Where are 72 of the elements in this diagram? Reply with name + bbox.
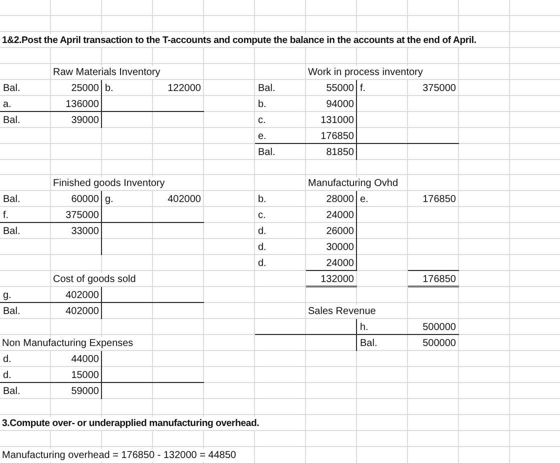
amount-value: 402000	[168, 193, 201, 206]
entry-label: d.	[258, 225, 266, 238]
t-account	[255, 64, 459, 160]
amount-value: 176850	[422, 273, 456, 286]
entry-label: Bal.	[3, 385, 20, 398]
amount-value: 375000	[422, 82, 456, 95]
amount-value: 402000	[66, 305, 99, 318]
amount-value: 28000	[326, 193, 354, 206]
entry-label: g.	[3, 289, 12, 302]
amount-value: 60000	[71, 193, 99, 206]
amount-value: 25000	[71, 82, 99, 95]
amount-value: 136000	[66, 98, 99, 111]
entry-label: f.	[3, 209, 9, 222]
amount-value: 132000	[320, 273, 354, 286]
account-title: Work in process inventory	[308, 66, 423, 79]
question-text: 1&2.Post the April transaction to the T-accounts and compute the balance in the accounts at the end of April.	[2, 34, 476, 47]
amount-value: 15000	[71, 369, 99, 382]
entry-label: b.	[105, 82, 114, 95]
entry-label: d.	[3, 369, 12, 382]
entry-label: e.	[360, 193, 368, 206]
t-account	[0, 64, 204, 128]
amount-value: 59000	[71, 385, 99, 398]
account-title: Finished goods Inventory	[53, 177, 165, 190]
amount-value: 39000	[71, 114, 99, 127]
amount-value: 176850	[422, 193, 456, 206]
amount-value: 81850	[326, 146, 354, 159]
entry-label: d.	[3, 353, 12, 366]
entry-label: Bal.	[258, 146, 276, 159]
t-account	[255, 303, 459, 351]
amount-value: 500000	[422, 321, 456, 334]
account-title: Non Manufacturing Expenses	[2, 337, 134, 350]
amount-value: 122000	[168, 82, 201, 95]
entry-label: c.	[258, 209, 266, 222]
entry-label: Bal.	[3, 305, 20, 318]
amount-value: 131000	[320, 114, 354, 127]
entry-label: Bal.	[3, 225, 20, 238]
account-title: Raw Materials Inventory	[53, 66, 160, 79]
entry-label: d.	[258, 257, 266, 270]
entry-label: e.	[258, 130, 266, 143]
amount-value: 26000	[326, 225, 354, 238]
amount-value: 24000	[326, 257, 354, 270]
account-title: Cost of goods sold	[53, 273, 136, 286]
entry-label: c.	[258, 114, 266, 127]
entry-label: f.	[360, 82, 366, 95]
amount-value: 176850	[320, 130, 354, 143]
account-title: Sales Revenue	[308, 305, 376, 318]
entry-label: Bal.	[360, 337, 378, 350]
t-account	[0, 175, 204, 255]
amount-value: 94000	[326, 98, 354, 111]
t-account	[0, 335, 204, 399]
entry-label: Bal.	[3, 114, 20, 127]
entry-label: d.	[258, 241, 266, 254]
entry-label: Bal.	[258, 82, 276, 95]
amount-value: 30000	[326, 241, 354, 254]
amount-value: 33000	[71, 225, 99, 238]
amount-value: 55000	[326, 82, 354, 95]
calculation-text: Manufacturing overhead = 176850 - 132000 = 44850	[2, 449, 236, 462]
amount-value: 24000	[326, 209, 354, 222]
entry-label: a.	[3, 98, 12, 111]
entry-label: h.	[360, 321, 368, 334]
question-text: 3.Compute over- or underapplied manufacturing overhead.	[2, 417, 260, 430]
amount-value: 500000	[422, 337, 456, 350]
amount-value: 44000	[71, 353, 99, 366]
entry-label: g.	[105, 193, 114, 206]
entry-label: Bal.	[3, 82, 20, 95]
amount-value: 375000	[66, 209, 99, 222]
amount-value: 402000	[66, 289, 99, 302]
account-title: Manufacturing Ovhd	[308, 177, 398, 190]
entry-label: Bal.	[3, 193, 20, 206]
t-account	[0, 271, 204, 319]
entry-label: b.	[258, 193, 266, 206]
entry-label: b.	[258, 98, 266, 111]
